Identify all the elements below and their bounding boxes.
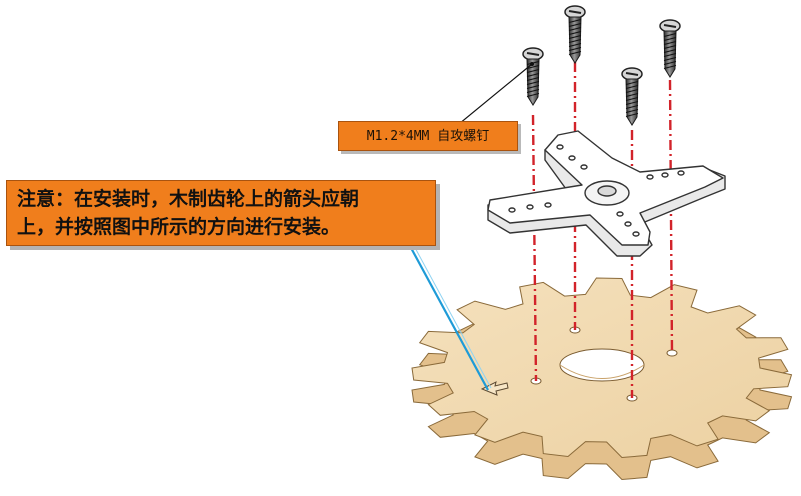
horn-center-hole — [597, 185, 617, 197]
gear-hole — [666, 349, 678, 357]
guide-line — [531, 114, 538, 382]
installation-note: 注意：在安装时，木制齿轮上的箭头应朝 上，并按照图中所示的方向进行安装。 — [6, 180, 436, 246]
self-tapping-screw — [621, 67, 643, 126]
note-line-2: 上，并按照图中所示的方向进行安装。 — [17, 216, 341, 238]
screws — [522, 5, 681, 126]
self-tapping-screw — [659, 19, 681, 78]
note-leader-line — [409, 245, 489, 391]
wooden-gear — [411, 277, 793, 481]
servo-horn — [487, 130, 726, 257]
note-line-1: 注意：在安装时，木制齿轮上的箭头应朝 — [17, 188, 360, 210]
self-tapping-screw — [522, 47, 544, 106]
self-tapping-screw — [564, 5, 586, 64]
gear-direction-arrow — [480, 381, 509, 396]
screw-spec-label: M1.2*4MM 自攻螺钉 — [338, 121, 518, 151]
guide-line — [668, 79, 674, 354]
